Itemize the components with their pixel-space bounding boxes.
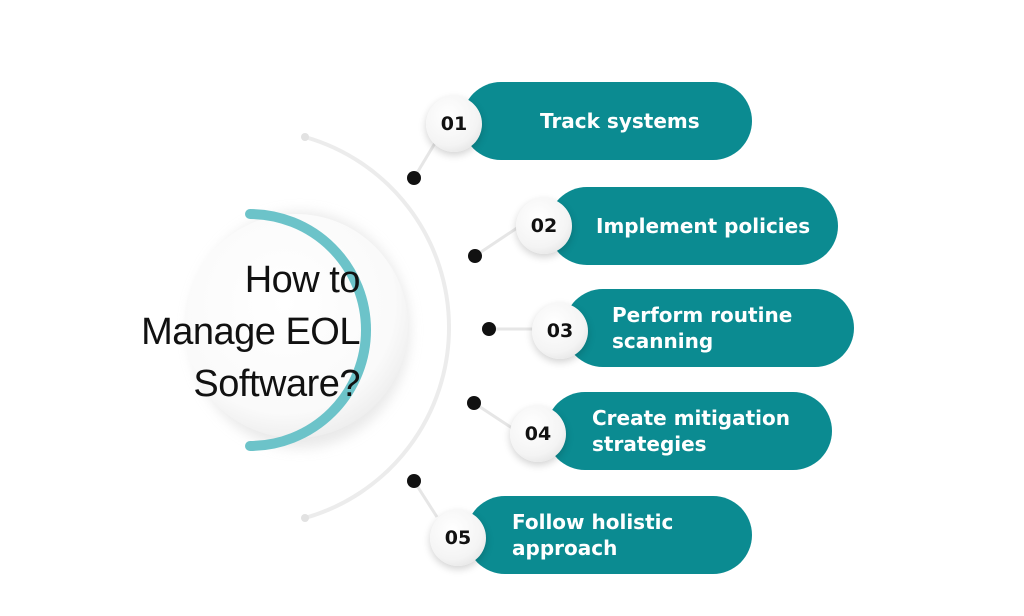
step-02-label-line-1: Implement policies xyxy=(596,214,811,238)
step-05-badge: 05 xyxy=(430,510,486,566)
title-line-3: Software? xyxy=(193,363,360,405)
step-02-pill: Implement policies xyxy=(548,187,838,265)
arc-end-bottom xyxy=(301,514,309,522)
step-05-label-line-2: approach xyxy=(512,536,618,560)
title-line-2: Manage EOL xyxy=(141,311,360,353)
step-01-badge: 01 xyxy=(426,96,482,152)
step-04-pill: Create mitigation strategies xyxy=(546,392,832,470)
arc-end-top xyxy=(301,133,309,141)
step-03-label-line-1: Perform routine xyxy=(612,303,793,327)
diagram-title: How to Manage EOL Software? xyxy=(60,254,360,410)
step-04-badge: 04 xyxy=(510,406,566,462)
step-03-label-line-2: scanning xyxy=(612,329,714,353)
step-03-pill: Perform routine scanning xyxy=(564,289,854,367)
outer-arc xyxy=(304,135,452,520)
step-03-badge: 03 xyxy=(532,303,588,359)
step-04-label-line-2: strategies xyxy=(592,432,707,456)
title-line-1: How to xyxy=(244,259,361,301)
step-05-pill: Follow holistic approach xyxy=(466,496,752,574)
step-01-pill: Track systems xyxy=(462,82,752,160)
node-dots xyxy=(407,171,496,488)
step-01-label-line-1: Track systems xyxy=(540,109,700,133)
teal-ring-arc xyxy=(245,209,371,451)
step-04-label-line-1: Create mitigation xyxy=(592,406,791,430)
step-05-label-line-1: Follow holistic xyxy=(512,510,674,534)
step-02-badge: 02 xyxy=(516,198,572,254)
